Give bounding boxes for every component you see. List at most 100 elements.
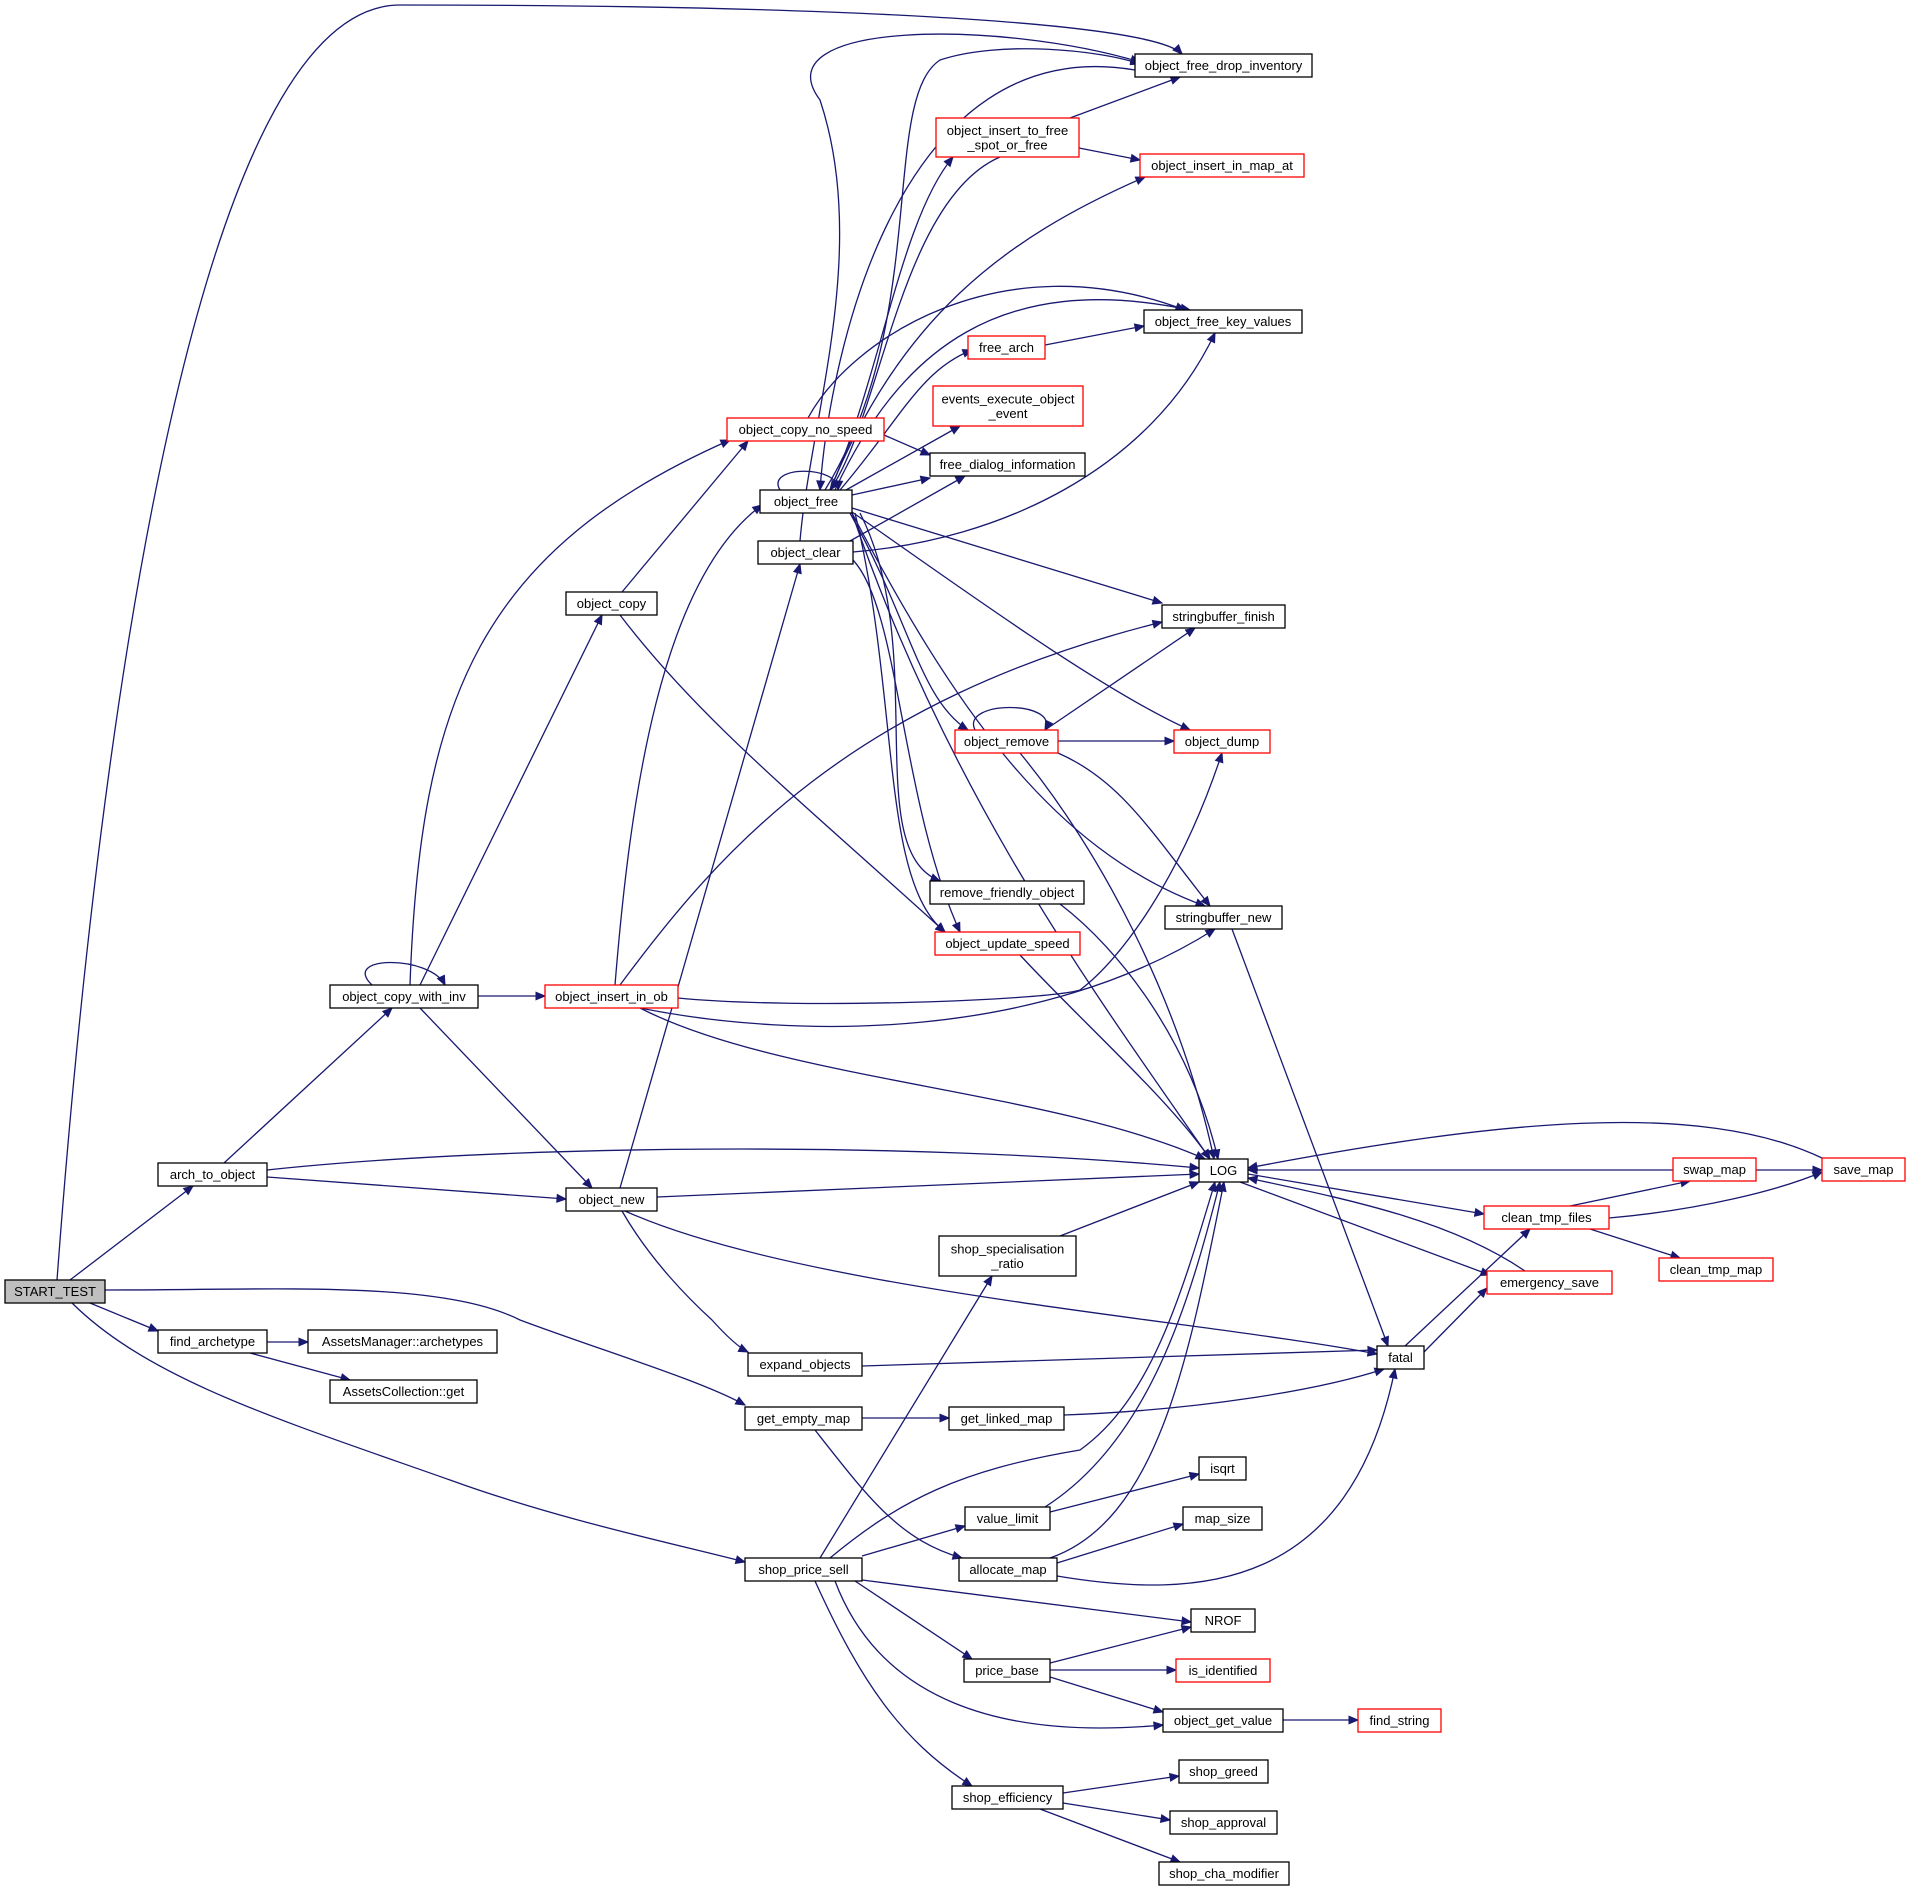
arrowhead — [1211, 1148, 1221, 1161]
edge-object_free-to-object_update_speed — [854, 512, 947, 933]
node-fatal[interactable]: fatal — [1376, 1345, 1425, 1370]
node-object-update-speed[interactable]: object_update_speed — [934, 931, 1081, 956]
node-assets-collection-get[interactable]: AssetsCollection::get — [329, 1379, 478, 1404]
node-box — [329, 1379, 478, 1404]
node-object-get-value[interactable]: object_get_value — [1162, 1708, 1284, 1733]
node-box — [744, 1557, 863, 1582]
node-box — [1821, 1157, 1906, 1182]
node-object-clear[interactable]: object_clear — [757, 540, 854, 565]
node-shop-approval[interactable]: shop_approval — [1169, 1810, 1278, 1835]
node-arch-to-object[interactable]: arch_to_object — [157, 1162, 268, 1187]
node-clean-tmp-map[interactable]: clean_tmp_map — [1658, 1257, 1774, 1282]
node-free-dialog-information[interactable]: free_dialog_information — [929, 452, 1086, 477]
edge-object_new-to-object_clear — [619, 562, 802, 1189]
node-swap-map[interactable]: swap_map — [1672, 1157, 1757, 1182]
arrowhead — [939, 1413, 951, 1423]
node-label: value_limit — [977, 1511, 1039, 1526]
node-object-free-drop-inventory[interactable]: object_free_drop_inventory — [1134, 53, 1313, 78]
node-shop-greed[interactable]: shop_greed — [1178, 1759, 1269, 1784]
arrowhead — [983, 1274, 993, 1287]
node-box — [1164, 905, 1283, 930]
edge-object_copy_with_inv-to-object_copy_with_inv — [364, 961, 446, 987]
node-box — [954, 729, 1059, 754]
arrowhead — [943, 156, 954, 168]
node-object-copy-no-speed[interactable]: object_copy_no_speed — [726, 417, 885, 442]
node-label: swap_map — [1683, 1162, 1746, 1177]
arrowhead — [1188, 1471, 1201, 1481]
arrowhead — [1388, 1367, 1398, 1380]
node-shop-efficiency[interactable]: shop_efficiency — [951, 1785, 1064, 1810]
node-get-empty-map[interactable]: get_empty_map — [744, 1406, 863, 1431]
arrowhead — [738, 440, 749, 452]
node-label: fatal — [1388, 1350, 1413, 1365]
node-object-new[interactable]: object_new — [565, 1187, 658, 1212]
node-events-execute-object-event[interactable]: events_execute_object_event — [932, 385, 1084, 427]
node-label: START_TEST — [14, 1284, 96, 1299]
node-stringbuffer-new[interactable]: stringbuffer_new — [1164, 905, 1283, 930]
node-label: object_clear — [770, 545, 841, 560]
node-box — [929, 452, 1086, 477]
arrowhead — [1214, 751, 1224, 764]
node-nrof[interactable]: NROF — [1190, 1608, 1256, 1633]
node-is-identified[interactable]: is_identified — [1175, 1658, 1271, 1683]
node-shop-price-sell[interactable]: shop_price_sell — [744, 1557, 863, 1582]
node-value-limit[interactable]: value_limit — [964, 1506, 1051, 1531]
node-allocate-map[interactable]: allocate_map — [958, 1557, 1058, 1582]
node-box — [1162, 1708, 1284, 1733]
node-object-insert-to-free-spot-or-free[interactable]: object_insert_to_free_spot_or_free — [935, 117, 1080, 158]
arrowhead — [1172, 43, 1183, 55]
node-object-insert-in-ob[interactable]: object_insert_in_ob — [544, 984, 679, 1009]
node-free-arch[interactable]: free_arch — [967, 335, 1046, 360]
node-object-insert-in-map-at[interactable]: object_insert_in_map_at — [1139, 153, 1305, 178]
node-label: stringbuffer_finish — [1172, 609, 1274, 624]
node-object-remove[interactable]: object_remove — [954, 729, 1059, 754]
node-label: get_linked_map — [961, 1411, 1053, 1426]
node-box — [157, 1162, 268, 1187]
edge-find_archetype-to-assets_manager_archetypes — [267, 1337, 310, 1347]
edge-object_remove-to-object_dump — [1058, 736, 1176, 746]
node-isqrt[interactable]: isqrt — [1198, 1456, 1247, 1481]
arrowhead — [954, 1524, 967, 1534]
arrowhead — [1151, 595, 1164, 605]
node-log[interactable]: LOG — [1198, 1158, 1249, 1183]
edge-expand_objects-to-fatal — [861, 1345, 1379, 1367]
node-label: isqrt — [1210, 1461, 1235, 1476]
node-expand-objects[interactable]: expand_objects — [747, 1352, 863, 1377]
node-save-map[interactable]: save_map — [1821, 1157, 1906, 1182]
node-object-copy[interactable]: object_copy — [565, 591, 658, 616]
node-box — [1198, 1456, 1247, 1481]
node-object-dump[interactable]: object_dump — [1173, 729, 1271, 754]
node-box — [935, 117, 1080, 158]
edge-arch_to_object-to-object_new — [266, 1176, 568, 1203]
arrowhead — [1179, 721, 1192, 731]
node-find-string[interactable]: find_string — [1357, 1708, 1442, 1733]
node-object-free[interactable]: object_free — [759, 489, 853, 514]
arrowhead — [1189, 1169, 1201, 1179]
arrowhead — [1812, 1165, 1824, 1175]
node-box — [938, 1235, 1077, 1277]
node-assets-manager-archetypes[interactable]: AssetsManager::archetypes — [307, 1329, 498, 1354]
node-start-test[interactable]: START_TEST — [4, 1279, 106, 1304]
node-clean-tmp-files[interactable]: clean_tmp_files — [1483, 1205, 1610, 1230]
node-object-free-key-values[interactable]: object_free_key_values — [1143, 309, 1303, 334]
node-get-linked-map[interactable]: get_linked_map — [948, 1406, 1065, 1431]
node-box — [1134, 53, 1313, 78]
node-find-archetype[interactable]: find_archetype — [157, 1329, 268, 1354]
node-emergency-save[interactable]: emergency_save — [1486, 1270, 1613, 1295]
edge-object_insert_to_free_spot_or_free-to-object_insert_in_map_at — [1078, 147, 1142, 163]
node-object-copy-with-inv[interactable]: object_copy_with_inv — [329, 984, 479, 1009]
edge-get_linked_map-to-fatal — [1063, 1367, 1386, 1416]
arrowhead — [1217, 1180, 1227, 1193]
node-stringbuffer-finish[interactable]: stringbuffer_finish — [1161, 604, 1286, 629]
edge-allocate_map-to-log — [1049, 1180, 1227, 1559]
edge-shop_efficiency-to-shop_cha_modifier — [1039, 1808, 1182, 1863]
node-box — [544, 984, 679, 1009]
node-map-size[interactable]: map_size — [1182, 1506, 1263, 1531]
arrowhead — [1246, 1161, 1259, 1171]
arrowhead — [1180, 1624, 1193, 1634]
node-shop-cha-modifier[interactable]: shop_cha_modifier — [1158, 1861, 1290, 1886]
node-remove-friendly-object[interactable]: remove_friendly_object — [929, 880, 1085, 905]
node-price-base[interactable]: price_base — [963, 1658, 1051, 1683]
node-shop-specialisation-ratio[interactable]: shop_specialisation_ratio — [938, 1235, 1077, 1277]
